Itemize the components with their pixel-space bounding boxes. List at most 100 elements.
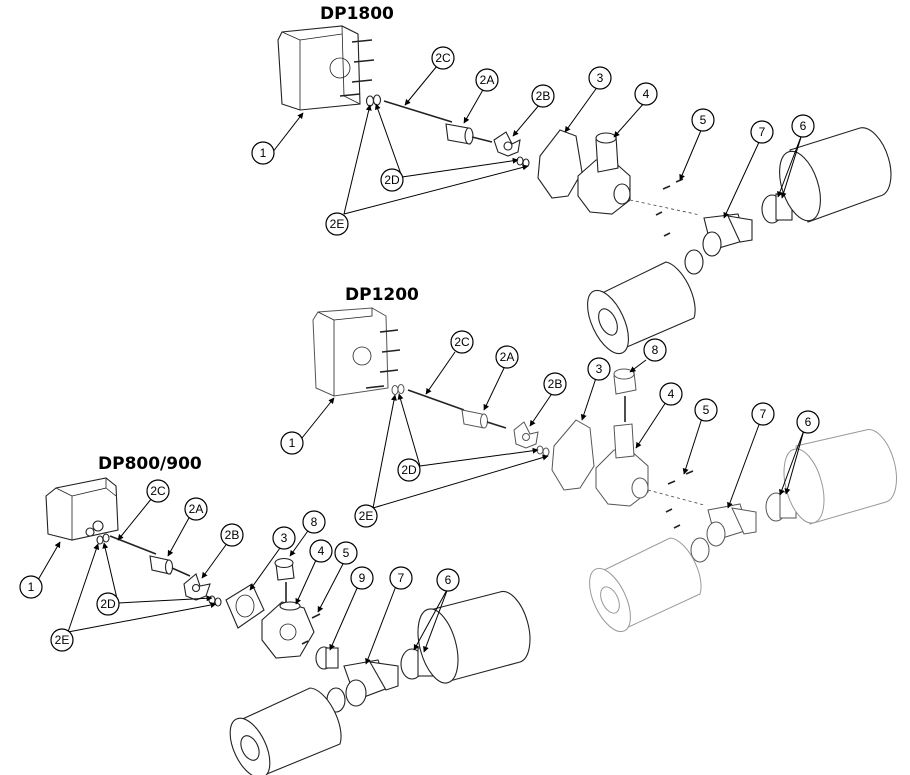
filter-cylinder-lower-dp1200 (589, 537, 702, 633)
callout-2d-dp1200: 2D (397, 458, 421, 482)
assembly-dp800-900: DP800/900 (19, 454, 531, 775)
svg-text:2B: 2B (536, 89, 551, 103)
svg-text:3: 3 (596, 362, 603, 376)
callout-2e-dp800-900: 2E (50, 628, 74, 652)
callout-5-dp1200: 5 (694, 398, 718, 422)
callout-2a-dp1200: 2A (495, 345, 519, 369)
callout-2b-dp800-900: 2B (220, 523, 244, 547)
check-valve-8-dp800-900 (274, 557, 295, 602)
filter-cylinder-upper-dp1800 (779, 127, 892, 223)
screws-5-dp800-900 (301, 613, 321, 645)
shaft-2c-dp800-900 (109, 535, 157, 555)
callout-2b-dp1200: 2B (543, 372, 567, 396)
svg-text:2A: 2A (189, 502, 204, 516)
assembly-dp1800: DP1800 (251, 4, 892, 355)
callout-2d-dp1800: 2D (380, 168, 404, 192)
svg-text:4: 4 (318, 544, 325, 558)
callout-7-dp1800: 7 (750, 120, 774, 144)
filter-cylinder-upper-dp800-900 (417, 590, 531, 684)
elbow-7-dp1200 (706, 503, 757, 547)
pump-housing-4-dp1800 (577, 132, 631, 215)
callout-9-dp800-900: 9 (350, 566, 374, 590)
callout-1-dp1200: 1 (280, 431, 304, 455)
svg-text:3: 3 (281, 531, 288, 545)
svg-text:1: 1 (28, 580, 35, 594)
elbow-7-dp1800 (702, 213, 753, 257)
callout-4-dp800-900: 4 (309, 539, 333, 563)
svg-text:5: 5 (703, 403, 710, 417)
svg-text:2D: 2D (401, 463, 417, 477)
assembly-title-dp1800: DP1800 (320, 4, 394, 24)
motor-dp1200 (312, 307, 401, 397)
svg-text:8: 8 (652, 343, 659, 357)
svg-text:6: 6 (805, 415, 812, 429)
callout-2d-dp800-900: 2D (96, 592, 120, 616)
gasket-3-dp1800 (537, 129, 583, 199)
callout-2e-dp1200: 2E (354, 504, 378, 528)
svg-text:2E: 2E (55, 633, 70, 647)
svg-text:2B: 2B (225, 528, 240, 542)
assembly-title-dp1200: DP1200 (345, 285, 419, 305)
svg-text:2B: 2B (548, 377, 563, 391)
callout-2b-dp1800: 2B (531, 84, 555, 108)
svg-text:7: 7 (760, 407, 767, 421)
svg-text:2D: 2D (100, 597, 116, 611)
coupling-2a-dp1200 (461, 409, 507, 429)
callout-2c-dp1800: 2C (431, 46, 455, 70)
pump-housing-4-dp800-900 (261, 601, 315, 659)
svg-text:2E: 2E (330, 217, 345, 231)
callout-6-dp800-900: 6 (436, 568, 460, 592)
callout-2c-dp1200: 2C (450, 330, 474, 354)
assembly-title-dp800-900: DP800/900 (98, 454, 202, 474)
callout-7-dp1200: 7 (751, 402, 775, 426)
callout-4-dp1200: 4 (659, 382, 683, 406)
washers-2d-2e-dp1800 (365, 94, 382, 107)
svg-text:6: 6 (800, 119, 807, 133)
callout-2c-dp800-900: 2C (146, 479, 170, 503)
svg-text:9: 9 (359, 571, 366, 585)
motor-dp1800 (277, 25, 375, 111)
filter-cylinder-upper-dp1200 (783, 429, 897, 525)
callout-2a-dp800-900: 2A (184, 497, 208, 521)
callout-8-dp800-900: 8 (302, 510, 326, 534)
washers-2d-2e-dp1200 (391, 384, 405, 395)
svg-text:4: 4 (643, 87, 650, 101)
callout-4-dp1800: 4 (634, 82, 658, 106)
svg-text:6: 6 (445, 573, 452, 587)
svg-text:5: 5 (343, 546, 350, 560)
check-valve-8-dp1200 (613, 368, 637, 422)
svg-text:2E: 2E (359, 509, 374, 523)
callout-6-dp1200: 6 (796, 410, 820, 434)
shaft-2c-dp1200 (407, 389, 465, 411)
screws-5-dp1800 (629, 178, 701, 237)
svg-text:3: 3 (597, 71, 604, 85)
callout-3-dp1200: 3 (587, 357, 611, 381)
coupling-2a-dp1800 (445, 123, 493, 145)
svg-text:5: 5 (700, 113, 707, 127)
callout-1-dp800-900: 1 (19, 575, 43, 599)
elbow-7-dp800-900 (343, 659, 399, 707)
callout-8-dp1200: 8 (643, 338, 667, 362)
svg-text:2A: 2A (480, 73, 495, 87)
svg-text:1: 1 (289, 436, 296, 450)
impeller-2b-dp800-900 (183, 573, 222, 607)
pump-housing-4-dp1200 (595, 423, 649, 507)
svg-text:7: 7 (398, 571, 405, 585)
callout-2a-dp1800: 2A (475, 68, 499, 92)
gasket-3-dp800-900 (225, 583, 265, 629)
svg-text:2D: 2D (384, 173, 400, 187)
svg-text:2C: 2C (435, 51, 451, 65)
callout-5-dp800-900: 5 (334, 541, 358, 565)
callout-3-dp1800: 3 (588, 66, 612, 90)
shaft-2c-dp1800 (383, 100, 453, 123)
callout-1-dp1800: 1 (251, 141, 275, 165)
assembly-dp1200: DP1200 (280, 285, 897, 633)
callout-5-dp1800: 5 (691, 108, 715, 132)
filter-cylinder-lower-dp800-900 (229, 687, 342, 775)
strainer-9-dp800-900 (315, 646, 339, 670)
callout-6-dp1800: 6 (791, 114, 815, 138)
svg-text:2C: 2C (454, 335, 470, 349)
motor-dp800-900 (45, 477, 119, 541)
gasket-3-dp1200 (551, 419, 595, 491)
